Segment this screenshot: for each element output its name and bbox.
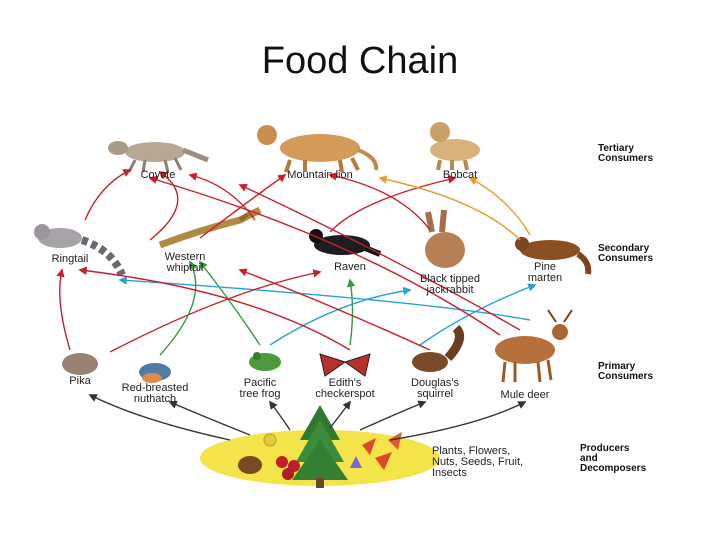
level-label-primary: Primary Consumers — [598, 361, 654, 382]
level-label-secondary: Secondary Consumers — [598, 243, 654, 264]
label-red-breasted-nuthatch: Red-breasted nuthatch — [121, 382, 189, 405]
arrows-from-producers — [88, 394, 527, 441]
arrows-to-tertiary — [84, 169, 531, 241]
mule-deer-icon — [495, 309, 573, 383]
ringtail-icon — [34, 224, 126, 277]
level-label-producers: Producers and Decomposers — [580, 443, 647, 474]
mountain-lion-icon — [257, 125, 379, 173]
label-ringtail: Ringtail — [51, 253, 89, 265]
label-pika: Pika — [69, 375, 91, 387]
label-bobcat: Bobcat — [442, 169, 478, 181]
label-pacific-tree-frog: Pacific tree frog — [239, 377, 281, 400]
squirrel-icon — [412, 324, 465, 372]
bobcat-icon — [430, 122, 480, 171]
arrows-to-secondary — [56, 175, 537, 356]
jackrabbit-icon — [425, 209, 465, 268]
pine-marten-icon — [515, 237, 592, 275]
whiptail-icon — [158, 206, 262, 249]
berries-icon — [238, 433, 300, 480]
label-producers: Plants, Flowers, Nuts, Seeds, Fruit, Ins… — [432, 445, 524, 479]
nuthatch-icon — [139, 363, 171, 383]
label-mountain-lion: Mountain lion — [287, 169, 353, 181]
tree-frog-icon — [249, 352, 281, 371]
pika-icon — [62, 353, 98, 375]
label-douglass-squirrel: Douglas's squirrel — [411, 377, 459, 400]
label-mule-deer: Mule deer — [500, 389, 550, 401]
flowers-icon — [350, 432, 402, 470]
label-ediths-checkerspot: Edith's checkerspot — [315, 377, 375, 400]
page-title: Food Chain — [261, 40, 459, 82]
coyote-icon — [108, 141, 209, 173]
label-raven: Raven — [334, 261, 366, 273]
label-black-tipped-jackrabbit: Black tipped jackrabbit — [420, 273, 480, 296]
label-pine-marten: Pine marten — [527, 261, 563, 284]
raven-icon — [309, 229, 382, 257]
level-label-tertiary: Tertiary Consumers — [598, 143, 654, 164]
label-coyote: Coyote — [140, 169, 176, 181]
label-western-whiptail: Western whiptail — [164, 251, 206, 274]
checkerspot-icon — [319, 353, 371, 377]
tree-icon — [292, 405, 348, 488]
